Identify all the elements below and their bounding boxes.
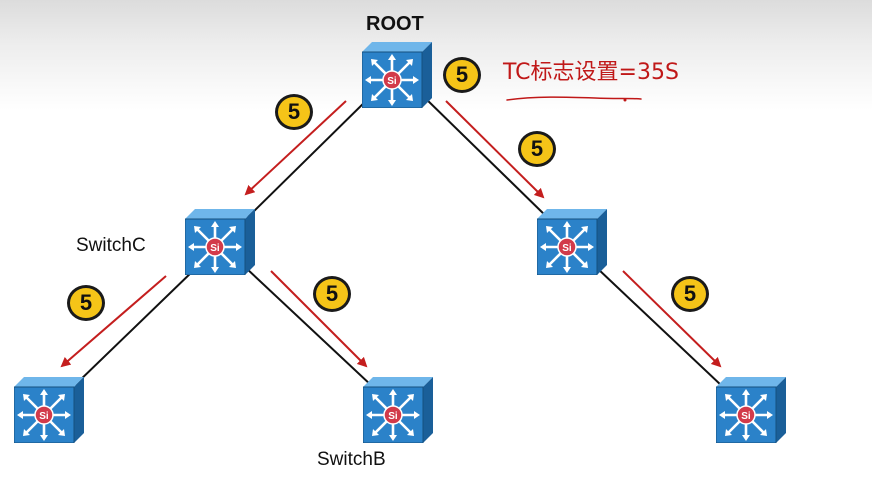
tc-arrow-root-switchc xyxy=(244,100,347,196)
switch-a-icon xyxy=(14,377,84,443)
badge-switchc-switcha-count: 5 xyxy=(67,285,105,321)
link-root-switchc xyxy=(247,94,373,218)
tc-arrow-switchc-switcha xyxy=(60,275,167,368)
badge-root-link-count: 5 xyxy=(443,57,481,93)
link-root-switchd xyxy=(421,94,549,219)
switch-root-icon xyxy=(362,42,432,108)
switch-d-icon xyxy=(537,209,607,275)
tc-arrow-root-switchd xyxy=(445,100,545,199)
link-switchd-switche xyxy=(596,267,723,387)
annotation-underline xyxy=(506,96,642,102)
tc-arrow-switchd-switche xyxy=(622,270,722,368)
link-switchc-switchb xyxy=(245,267,373,387)
badge-switchc-switchb-count: 5 xyxy=(313,276,351,312)
tc-arrow-switchc-switchb xyxy=(270,270,368,368)
switch-e-icon xyxy=(716,377,786,443)
badge-switchd-switche-count: 5 xyxy=(671,276,709,312)
switchb-label: SwitchB xyxy=(317,449,386,470)
switch-b-icon xyxy=(363,377,433,443)
switchc-label: SwitchC xyxy=(76,235,146,256)
link-switchc-switcha xyxy=(74,267,197,386)
badge-root-switchc-count: 5 xyxy=(275,94,313,130)
top-gradient-band xyxy=(0,0,872,110)
root-label: ROOT xyxy=(366,13,424,35)
badge-root-switchd-count: 5 xyxy=(518,131,556,167)
tc-flag-annotation: TC标志设置=35S xyxy=(503,60,679,85)
switch-c-icon xyxy=(185,209,255,275)
